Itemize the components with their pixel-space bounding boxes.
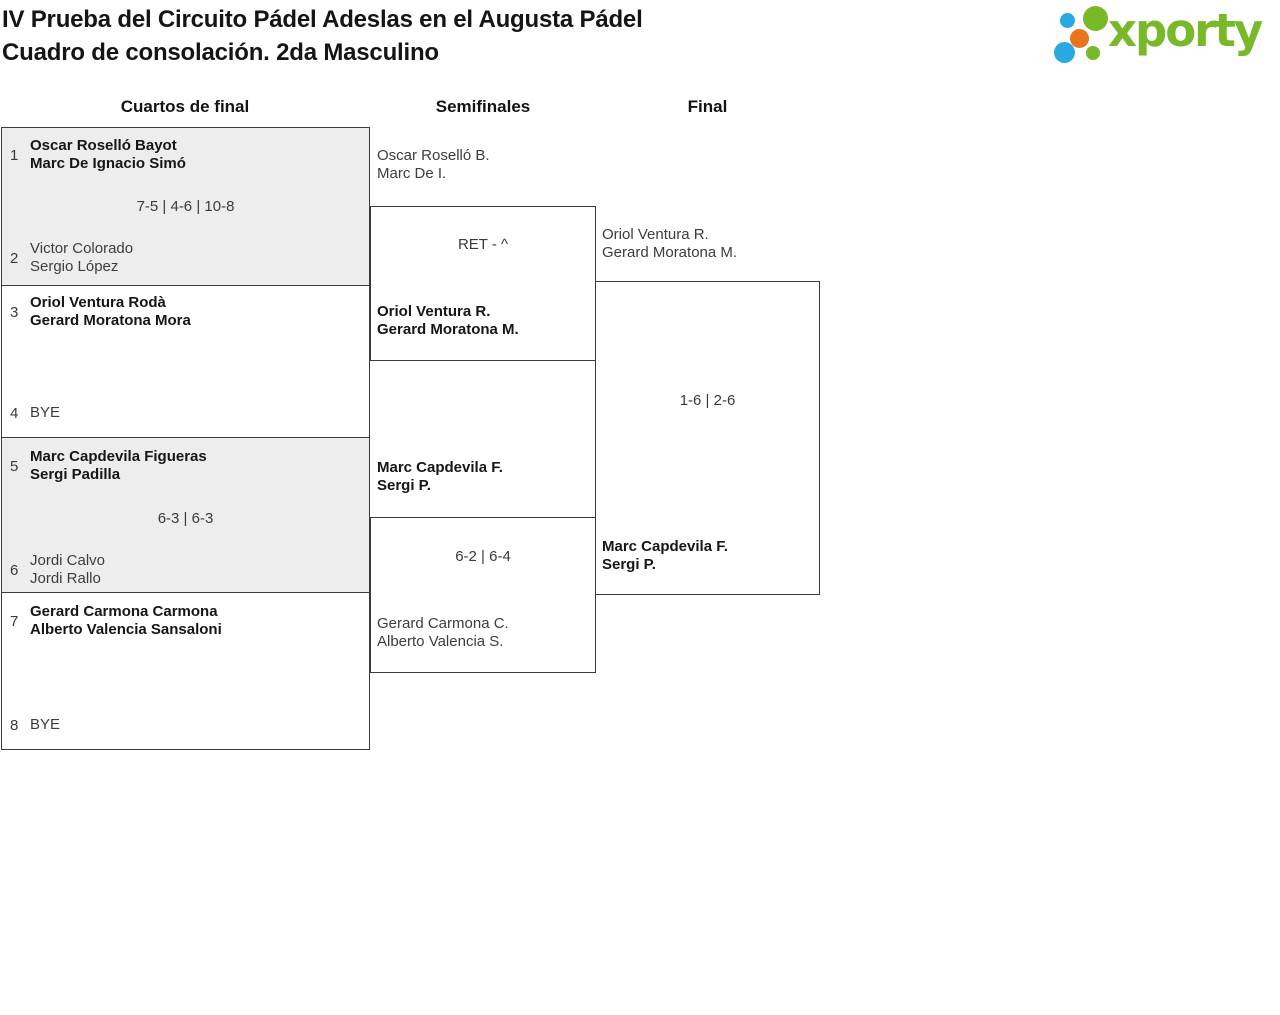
team-names: BYE [30, 404, 61, 421]
logo-dot-icon [1083, 6, 1108, 31]
final-score: 1-6 | 2-6 [679, 392, 736, 409]
team-names: Jordi Calvo Jordi Rallo [30, 552, 106, 587]
team-row: 6 Jordi Calvo Jordi Rallo [10, 552, 363, 588]
team-names: Oscar Roselló Bayot Marc De Ignacio Simó [30, 137, 186, 172]
match-quarterfinal-2: 3 Oriol Ventura Rodà Gerard Moratona Mor… [1, 285, 370, 438]
semifinal1-team1: Oscar Roselló B. Marc De I. [377, 147, 490, 182]
team-row: 2 Victor Colorado Sergio López [10, 240, 363, 276]
page-title: IV Prueba del Circuito Pádel Adeslas en … [2, 6, 643, 33]
xporty-logo-text: xporty [1108, 4, 1263, 57]
team-row: 1 Oscar Roselló Bayot Marc De Ignacio Si… [10, 137, 363, 173]
semifinal1-score: RET - ^ [457, 236, 509, 253]
xporty-logo[interactable]: xporty [1050, 0, 1280, 78]
logo-dot-icon [1070, 29, 1089, 48]
team-names: Gerard Carmona Carmona Alberto Valencia … [30, 603, 222, 638]
match-quarterfinal-1: 1 Oscar Roselló Bayot Marc De Ignacio Si… [1, 127, 370, 286]
team-names: Victor Colorado Sergio López [30, 240, 134, 275]
seed-number: 8 [10, 716, 19, 734]
page-title-block: IV Prueba del Circuito Pádel Adeslas en … [2, 3, 643, 69]
team-names: Oriol Ventura Rodà Gerard Moratona Mora [30, 294, 191, 329]
seed-number: 3 [10, 303, 19, 321]
match-quarterfinal-4: 7 Gerard Carmona Carmona Alberto Valenci… [1, 592, 370, 750]
match-semifinal-2 [370, 517, 596, 673]
match-score: 6-3 | 6-3 [157, 510, 214, 527]
semifinal2-team1: Marc Capdevila F. Sergi P. [377, 459, 503, 494]
semifinal2-score: 6-2 | 6-4 [455, 548, 511, 565]
team-row: 7 Gerard Carmona Carmona Alberto Valenci… [10, 603, 363, 639]
seed-number: 1 [10, 146, 19, 164]
seed-number: 4 [10, 404, 19, 422]
team-row: 5 Marc Capdevila Figueras Sergi Padilla [10, 448, 363, 484]
round-header-final: Final [687, 97, 728, 116]
match-score: 7-5 | 4-6 | 10-8 [136, 198, 235, 215]
logo-dot-icon [1060, 13, 1075, 28]
seed-number: 6 [10, 561, 19, 579]
logo-dot-icon [1086, 46, 1100, 60]
semifinal2-team2: Gerard Carmona C. Alberto Valencia S. [377, 615, 509, 650]
round-header-semifinals: Semifinales [435, 97, 531, 116]
page-subtitle: Cuadro de consolación. 2da Masculino [2, 39, 439, 66]
match-quarterfinal-3: 5 Marc Capdevila Figueras Sergi Padilla … [1, 437, 370, 593]
seed-number: 5 [10, 457, 19, 475]
seed-number: 2 [10, 249, 19, 267]
semifinal1-team2: Oriol Ventura R. Gerard Moratona M. [377, 303, 519, 338]
team-row: 8 BYE [10, 716, 363, 734]
team-row: 4 BYE [10, 404, 363, 422]
final-team2: Marc Capdevila F. Sergi P. [602, 538, 728, 573]
round-header-quarterfinals: Cuartos de final [120, 97, 250, 116]
team-names: Marc Capdevila Figueras Sergi Padilla [30, 448, 207, 483]
final-team1: Oriol Ventura R. Gerard Moratona M. [602, 226, 738, 261]
seed-number: 7 [10, 612, 19, 630]
team-row: 3 Oriol Ventura Rodà Gerard Moratona Mor… [10, 294, 363, 330]
team-names: BYE [30, 716, 61, 733]
match-final [595, 281, 820, 595]
logo-dot-icon [1054, 42, 1075, 63]
